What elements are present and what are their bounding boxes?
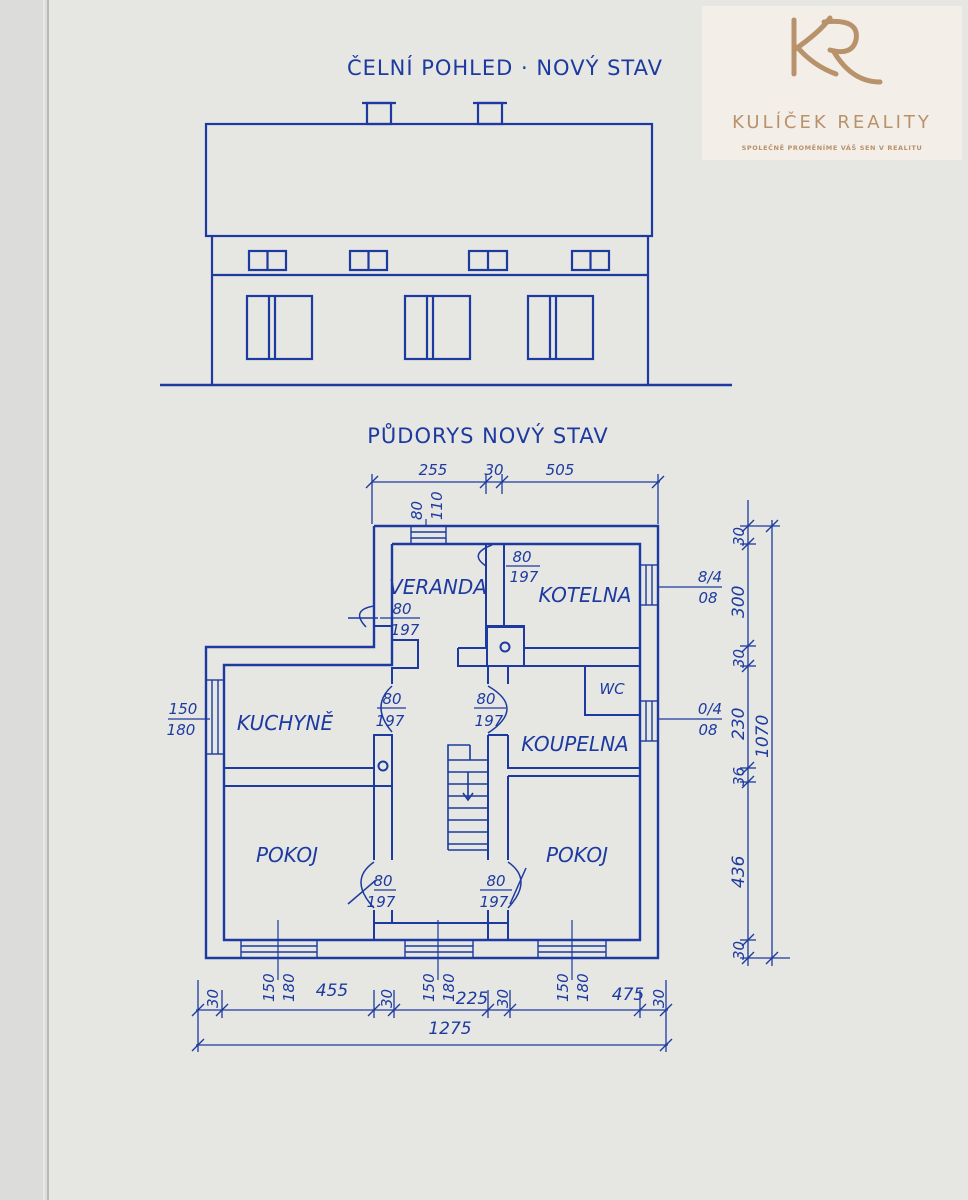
room-label-veranda: VERANDA	[389, 575, 487, 599]
window-kotelna-w: 8/4	[698, 568, 722, 586]
right-dimension-lines	[740, 500, 790, 966]
dim-right-total: 1070	[753, 715, 773, 758]
door-pokoj-left-h: 197	[367, 893, 396, 911]
dim-bottom-30c: 30	[494, 989, 512, 1008]
window-kotelna-h: 08	[698, 589, 717, 607]
room-label-pokoj-left: POKOJ	[256, 843, 318, 867]
door-koupelna-w: 80	[476, 690, 495, 708]
kulicek-reality-logo: KULÍČEK REALITY SPOLEČNĚ PROMĚNÍME VÁŠ S…	[702, 6, 962, 160]
door-kotelna-h: 197	[510, 568, 539, 586]
front-elevation: ČELNÍ POHLED · NOVÝ STAV	[160, 55, 732, 387]
chimney-right	[476, 101, 504, 126]
window-kuchyne-w: 150	[169, 700, 198, 718]
bottom-dimension-lines	[191, 980, 673, 1052]
room-label-pokoj-right: POKOJ	[546, 843, 608, 867]
door-pokoj-right-h: 197	[480, 893, 509, 911]
window-koupelna-w: 0/4	[698, 700, 722, 718]
interior-walls	[224, 544, 640, 940]
door-kotelna-w: 80	[512, 548, 531, 566]
plan-labels: VERANDA KOTELNA WC KUCHYNĚ KOUPELNA POKO…	[167, 491, 773, 1039]
room-label-wc: WC	[599, 680, 625, 698]
dim-bottom-30a: 30	[204, 989, 222, 1008]
dim-top-255: 255	[419, 461, 448, 479]
room-label-kotelna: KOTELNA	[539, 583, 632, 607]
window-bottom-right-h: 180	[574, 973, 592, 1002]
chimney-left	[365, 101, 393, 126]
window-kuchyne-h: 180	[167, 721, 196, 739]
dim-top-505: 505	[546, 461, 575, 479]
door-pokoj-left-w: 80	[373, 872, 392, 890]
window-bottom-mid-w: 150	[420, 973, 438, 1002]
ground-floor-windows	[245, 294, 595, 361]
elevation-title: ČELNÍ POHLED · NOVÝ STAV	[347, 55, 663, 80]
window-bottom-right-w: 150	[554, 973, 572, 1002]
dim-right-36: 36	[730, 767, 748, 786]
dim-bottom-475: 475	[612, 985, 644, 1005]
window-bottom-left-h: 180	[280, 973, 298, 1002]
dim-bottom-total: 1275	[428, 1019, 471, 1039]
door-kuchyne-h: 197	[376, 712, 405, 730]
dim-right-230: 230	[729, 708, 749, 740]
dim-veranda-window-h: 110	[428, 491, 446, 520]
door-kuchyne-w: 80	[382, 690, 401, 708]
dim-right-30c: 30	[730, 941, 748, 960]
window-koupelna-h: 08	[698, 721, 717, 739]
door-veranda-h: 197	[391, 621, 420, 639]
dim-bottom-455: 455	[316, 981, 348, 1001]
dim-right-30a: 30	[730, 527, 748, 546]
room-label-kuchyne: KUCHYNĚ	[237, 711, 334, 735]
roof	[204, 122, 654, 238]
attic-windows	[247, 249, 611, 272]
plan-title: PŮDORYS NOVÝ STAV	[367, 422, 608, 448]
kr-monogram-icon	[791, 15, 883, 85]
window-bottom-left-w: 150	[260, 973, 278, 1002]
dim-bottom-225: 225	[456, 989, 488, 1009]
door-koupelna-h: 197	[475, 712, 504, 730]
dim-right-300: 300	[729, 586, 749, 618]
dim-bottom-30b: 30	[378, 989, 396, 1008]
dim-right-436: 436	[729, 855, 749, 888]
logo-name: KULÍČEK REALITY	[732, 112, 932, 133]
window-bottom-mid-h: 180	[440, 973, 458, 1002]
dim-right-30b: 30	[730, 649, 748, 668]
leader-lines	[168, 519, 722, 980]
room-label-koupelna: KOUPELNA	[521, 732, 628, 756]
dim-top-30: 30	[484, 461, 503, 479]
staircase	[447, 744, 489, 851]
door-pokoj-right-w: 80	[486, 872, 505, 890]
door-veranda-w: 80	[392, 600, 411, 618]
logo-tagline: SPOLEČNĚ PROMĚNÍME VÁŠ SEN V REALITU	[741, 144, 923, 152]
floor-plan: PŮDORYS NOVÝ STAV 255 30 505	[168, 422, 790, 1052]
dim-bottom-30d: 30	[650, 989, 668, 1008]
dim-veranda-window-w: 80	[408, 501, 426, 520]
top-dimension-line	[365, 474, 665, 524]
